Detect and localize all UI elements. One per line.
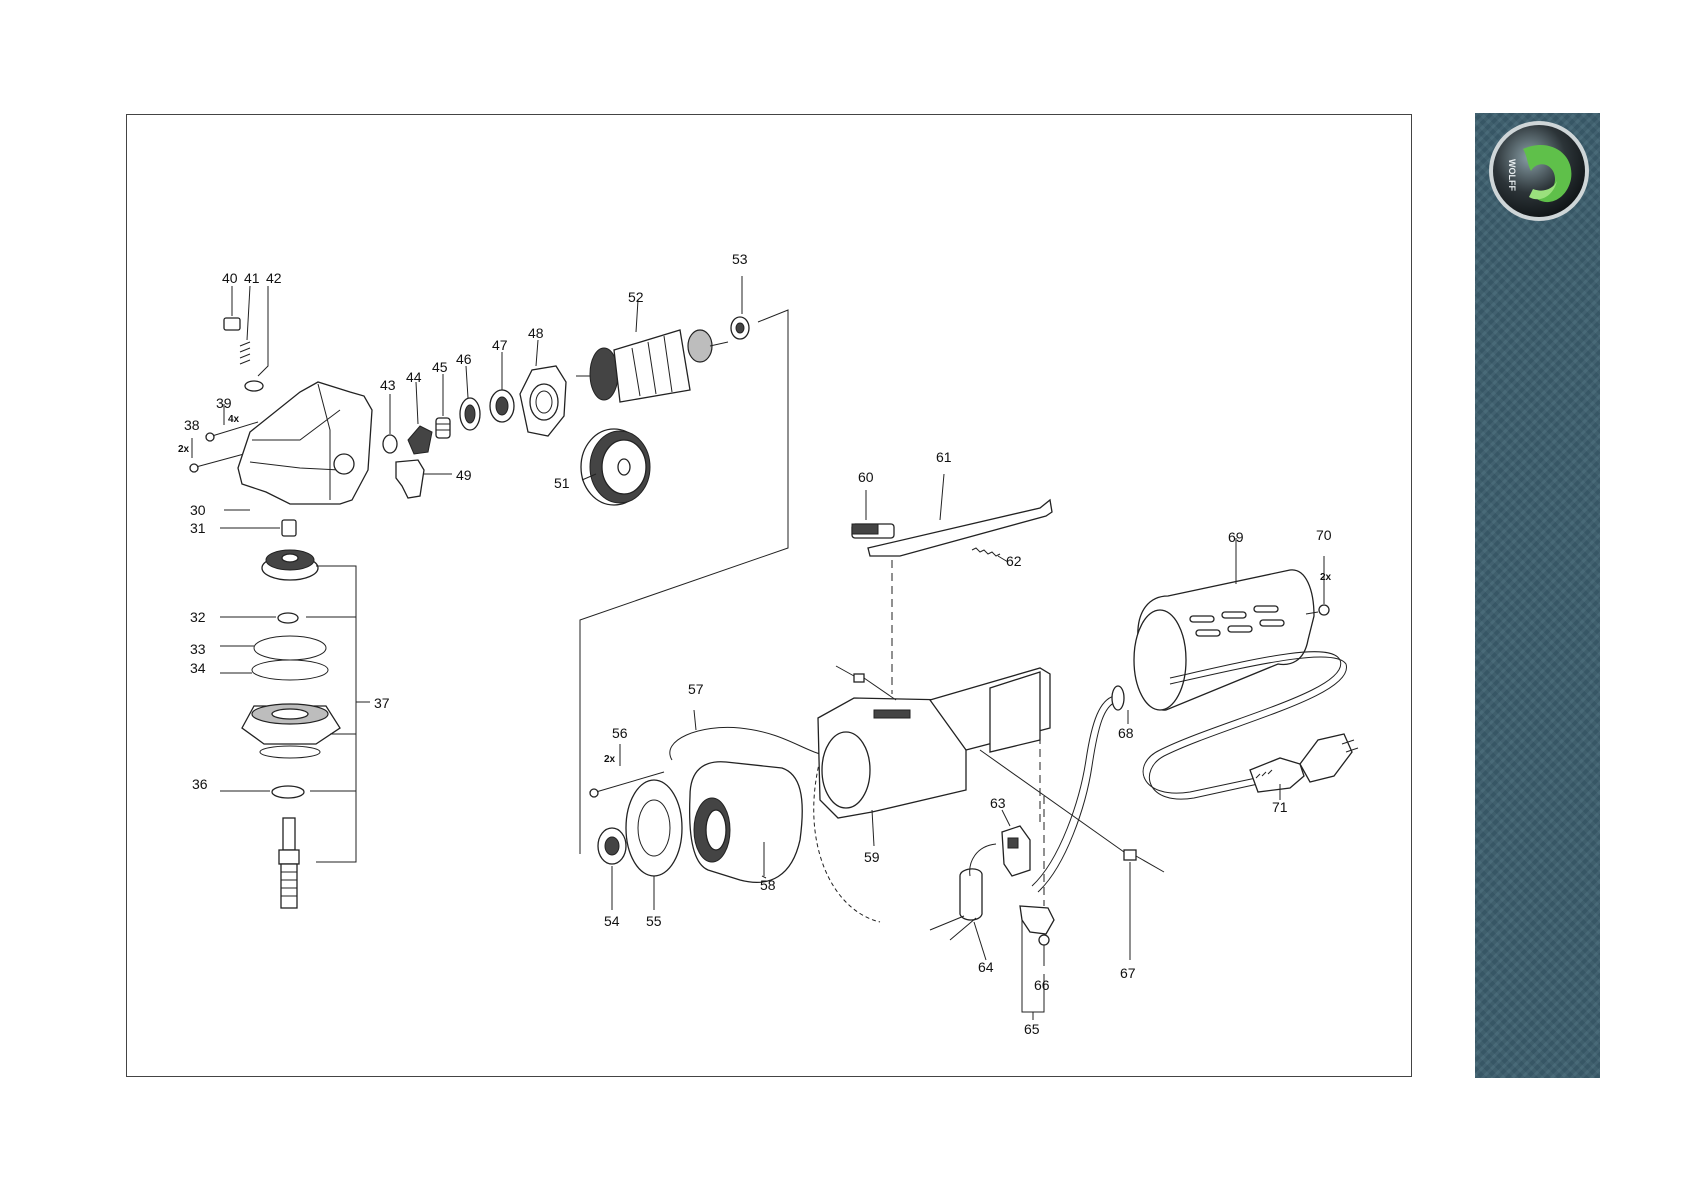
callout-49: 49 [456, 467, 472, 483]
callout-71: 71 [1272, 799, 1288, 815]
callout-38: 38 [184, 417, 200, 433]
callout-48: 48 [528, 325, 544, 341]
callout-39: 39 [216, 395, 232, 411]
callout-64: 64 [978, 959, 994, 975]
part-68-drawing [1112, 686, 1124, 710]
part-64-drawing [960, 869, 982, 920]
part-67-drawing [1124, 850, 1136, 860]
callout-40: 40 [222, 270, 238, 286]
callout-31: 31 [190, 520, 206, 536]
callout-68: 68 [1118, 725, 1134, 741]
callout-56: 56 [612, 725, 628, 741]
callout-37: 37 [374, 695, 390, 711]
part-41-drawing [240, 342, 250, 364]
qty-56: 2x [604, 754, 616, 765]
part-36-drawing [272, 786, 304, 798]
callout-51: 51 [554, 475, 570, 491]
part-49-drawing [396, 460, 424, 498]
callout-42: 42 [266, 270, 282, 286]
callout-45: 45 [432, 359, 448, 375]
callout-57: 57 [688, 681, 704, 697]
callout-52: 52 [628, 289, 644, 305]
part-38-drawing [190, 464, 198, 472]
brush-top-drawing [854, 674, 864, 682]
callout-63: 63 [990, 795, 1006, 811]
callout-70: 70 [1316, 527, 1332, 543]
callout-61: 61 [936, 449, 952, 465]
callout-33: 33 [190, 641, 206, 657]
callout-32: 32 [190, 609, 206, 625]
callout-43: 43 [380, 377, 396, 393]
callout-66: 66 [1034, 977, 1050, 993]
callout-30: 30 [190, 502, 206, 518]
brand-sidebar: WOLFF [1475, 113, 1600, 1078]
callout-67: 67 [1120, 965, 1136, 981]
part-57-drawing [670, 727, 820, 760]
callout-62: 62 [1006, 553, 1022, 569]
callout-47: 47 [492, 337, 508, 353]
part-45-drawing [436, 418, 450, 438]
callout-69: 69 [1228, 529, 1244, 545]
callout-55: 55 [646, 913, 662, 929]
part-33-drawing [254, 636, 326, 660]
part-63-drawing [1002, 826, 1030, 876]
callout-54: 54 [604, 913, 620, 929]
spindle-drawing [283, 818, 295, 850]
callout-44: 44 [406, 369, 422, 385]
part-42-drawing [245, 381, 263, 391]
callout-46: 46 [456, 351, 472, 367]
qty-39: 4x [228, 414, 240, 425]
motor-group [590, 474, 1358, 1020]
logo-text: WOLFF [1507, 159, 1517, 191]
callout-34: 34 [190, 660, 206, 676]
part-55-drawing [626, 780, 682, 876]
callout-41: 41 [244, 270, 260, 286]
callout-53: 53 [732, 251, 748, 267]
callout-59: 59 [864, 849, 880, 865]
part-71-drawing [1250, 758, 1304, 792]
part-39-drawing [206, 433, 214, 441]
part-32-drawing [278, 613, 298, 623]
part-62-drawing [972, 548, 1000, 556]
part-31-drawing [282, 520, 296, 536]
part-61-drawing [868, 500, 1052, 556]
part-40-drawing [224, 318, 240, 330]
callout-60: 60 [858, 469, 874, 485]
part-70-drawing [1319, 605, 1329, 615]
qty-38: 2x [178, 444, 190, 455]
part-66-drawing [1020, 906, 1054, 934]
part-34-drawing [252, 660, 328, 680]
callout-58: 58 [760, 877, 776, 893]
part-44-drawing [408, 426, 432, 454]
part-30-drawing [238, 382, 372, 504]
callout-65: 65 [1024, 1021, 1040, 1037]
part-43-drawing [383, 435, 397, 453]
qty-70: 2x [1320, 572, 1332, 583]
wolff-logo: WOLFF [1487, 119, 1591, 223]
callout-36: 36 [192, 776, 208, 792]
gear-head-group [190, 286, 372, 908]
